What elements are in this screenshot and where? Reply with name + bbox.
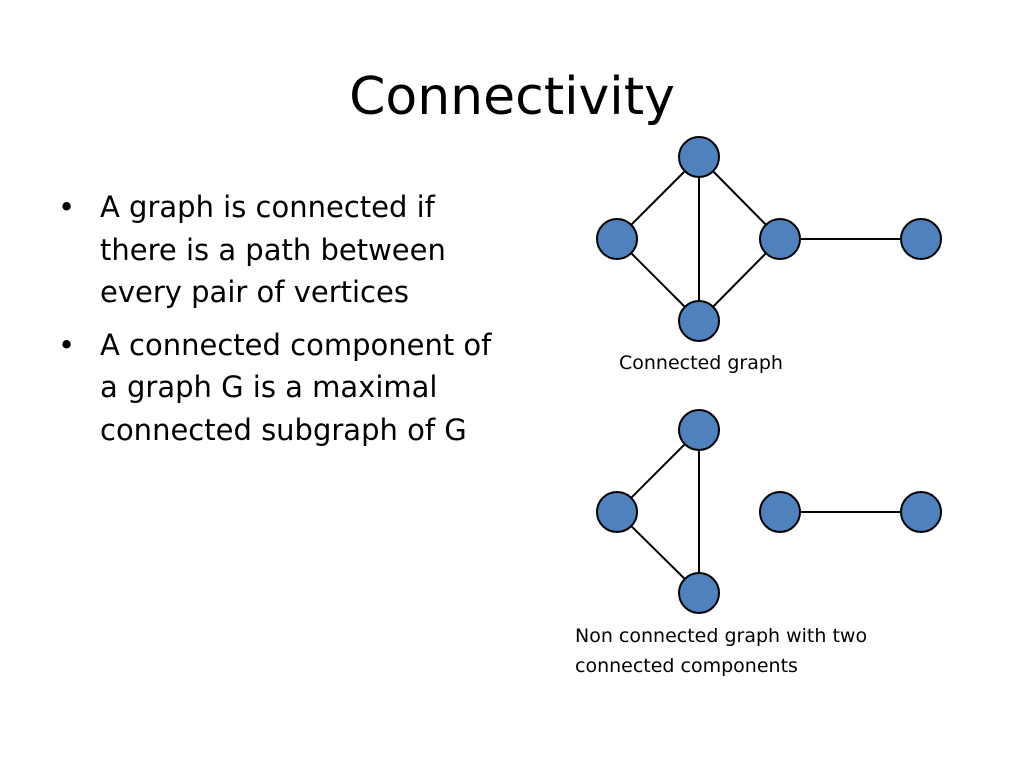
node-left: [596, 218, 638, 260]
slide-title: Connectivity: [349, 67, 675, 127]
node-left: [596, 491, 638, 533]
node-top: [678, 136, 720, 178]
bullet-marker: •: [58, 190, 76, 224]
bullet-text: A graph is connected if there is a path …: [100, 190, 446, 309]
bullet-item-connected-definition: • A graph is connected if there is a pat…: [56, 186, 516, 314]
node-far-right: [900, 491, 942, 533]
node-bottom: [678, 572, 720, 614]
node-far-right: [900, 218, 942, 260]
node-right: [759, 218, 801, 260]
node-right: [759, 491, 801, 533]
bullet-list: • A graph is connected if there is a pat…: [56, 186, 516, 461]
edge-left-bottom: [616, 238, 700, 322]
edge-top-right: [698, 156, 781, 240]
connected-graph: [596, 136, 942, 342]
bullet-item-component-definition: • A connected component of a graph G is …: [56, 324, 516, 452]
bullet-text: A connected component of a graph G is a …: [100, 327, 492, 447]
node-top: [678, 409, 720, 451]
edge-top-left: [616, 429, 700, 513]
node-bottom: [678, 300, 720, 342]
bullet-marker: •: [58, 327, 76, 362]
non-connected-graph-caption: Non connected graph with two connected c…: [575, 625, 868, 677]
non-connected-graph: [596, 409, 942, 614]
connected-graph-caption: Connected graph: [619, 352, 783, 374]
edge-left-bottom: [616, 511, 700, 594]
edge-top-left: [616, 156, 700, 240]
edge-bottom-right: [698, 238, 781, 322]
